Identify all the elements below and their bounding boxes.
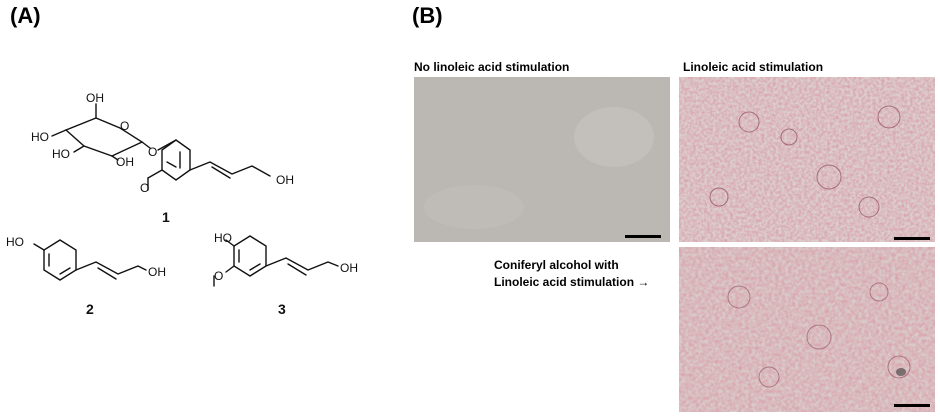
scale-bar-no-stimulation bbox=[625, 235, 661, 238]
caption-stimulation: Linoleic acid stimulation bbox=[683, 60, 824, 74]
compound-3-structure: HO O OH 3 bbox=[213, 231, 358, 317]
compound-2-structure: HO OH 2 bbox=[6, 235, 166, 317]
scale-bar-stimulation bbox=[894, 237, 930, 240]
c3-methoxy-o: O bbox=[214, 269, 223, 283]
compound-1-structure: OH HO HO OH O O O OH 1 bbox=[31, 91, 294, 225]
compound-number-3: 3 bbox=[278, 301, 286, 317]
c1-glycosidic-o: O bbox=[148, 145, 157, 159]
caption-coniferyl-line1: Coniferyl alcohol with bbox=[494, 258, 619, 272]
chemical-structures: OH HO HO OH O O O OH 1 HO OH 2 HO O OH 3 bbox=[6, 91, 358, 317]
c1-terminal-oh: OH bbox=[276, 173, 294, 187]
c1-methoxy-o: O bbox=[140, 181, 149, 195]
c3-ho: HO bbox=[214, 231, 232, 245]
caption-no-stimulation: No linoleic acid stimulation bbox=[414, 60, 570, 74]
micrograph-coniferyl bbox=[679, 247, 935, 412]
c2-oh: OH bbox=[148, 265, 166, 279]
c2-ho: HO bbox=[6, 235, 24, 249]
panel-label-b: (B) bbox=[412, 3, 443, 28]
micrograph-stimulation bbox=[679, 77, 935, 242]
caption-coniferyl-line2: Linoleic acid stimulation → bbox=[494, 275, 650, 289]
c3-oh: OH bbox=[340, 261, 358, 275]
c1-ho-left: HO bbox=[31, 130, 49, 144]
compound-number-2: 2 bbox=[86, 301, 94, 317]
c1-ring-o: O bbox=[120, 119, 129, 133]
caption-coniferyl: Coniferyl alcohol with Linoleic acid sti… bbox=[494, 257, 649, 291]
panel-label-a: (A) bbox=[10, 3, 41, 28]
micrograph-no-stimulation bbox=[414, 77, 670, 242]
c1-oh-top: OH bbox=[86, 91, 104, 105]
scale-bar-coniferyl bbox=[894, 404, 930, 407]
compound-number-1: 1 bbox=[162, 209, 170, 225]
c1-oh-right: OH bbox=[116, 155, 134, 169]
c1-ho-lower: HO bbox=[52, 147, 70, 161]
